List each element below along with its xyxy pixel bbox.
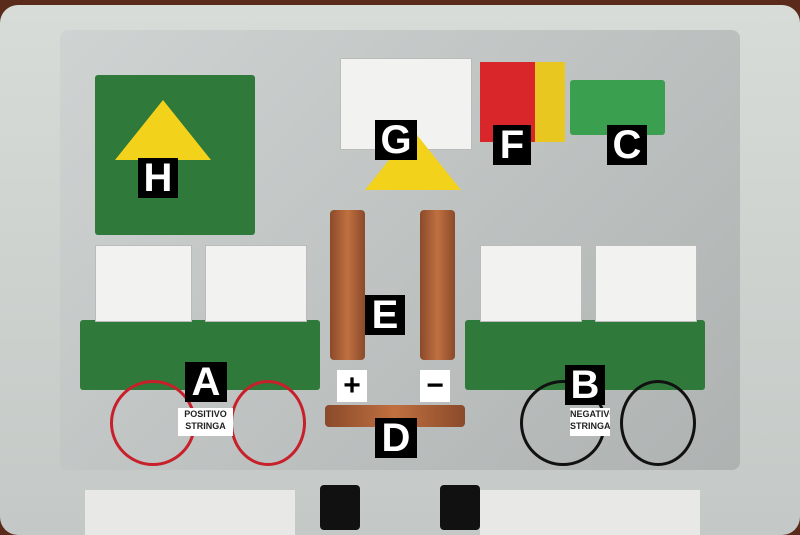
label-a: A [185, 362, 227, 402]
red-wires [230, 380, 306, 466]
label-g: G [375, 120, 417, 160]
gland-plate-left [85, 490, 295, 535]
string-fuses-left [95, 245, 192, 322]
string-fuses-right [480, 245, 582, 322]
surge-protector-yellow [535, 62, 565, 142]
gland-plate-right [480, 490, 700, 535]
negative-busbar [420, 210, 455, 360]
label-e: E [365, 295, 405, 335]
ground-bar [325, 405, 465, 427]
plus-sign: + [337, 369, 367, 402]
positive-busbar [330, 210, 365, 360]
string-fuses-right-2 [595, 245, 697, 322]
warning-sign-icon [115, 100, 211, 160]
cable-gland [320, 485, 360, 530]
label-f: F [493, 125, 531, 165]
string-fuses-left-2 [205, 245, 307, 322]
label-c: C [607, 125, 647, 165]
black-wires [620, 380, 696, 466]
negative-string-tag: NEGATIVO STRINGA [570, 408, 610, 436]
label-h: H [138, 158, 178, 198]
label-d: D [375, 418, 417, 458]
cable-gland [440, 485, 480, 530]
label-b: B [565, 365, 605, 405]
positive-string-tag: POSITIVO STRINGA [178, 408, 233, 436]
minus-sign: − [420, 369, 450, 402]
